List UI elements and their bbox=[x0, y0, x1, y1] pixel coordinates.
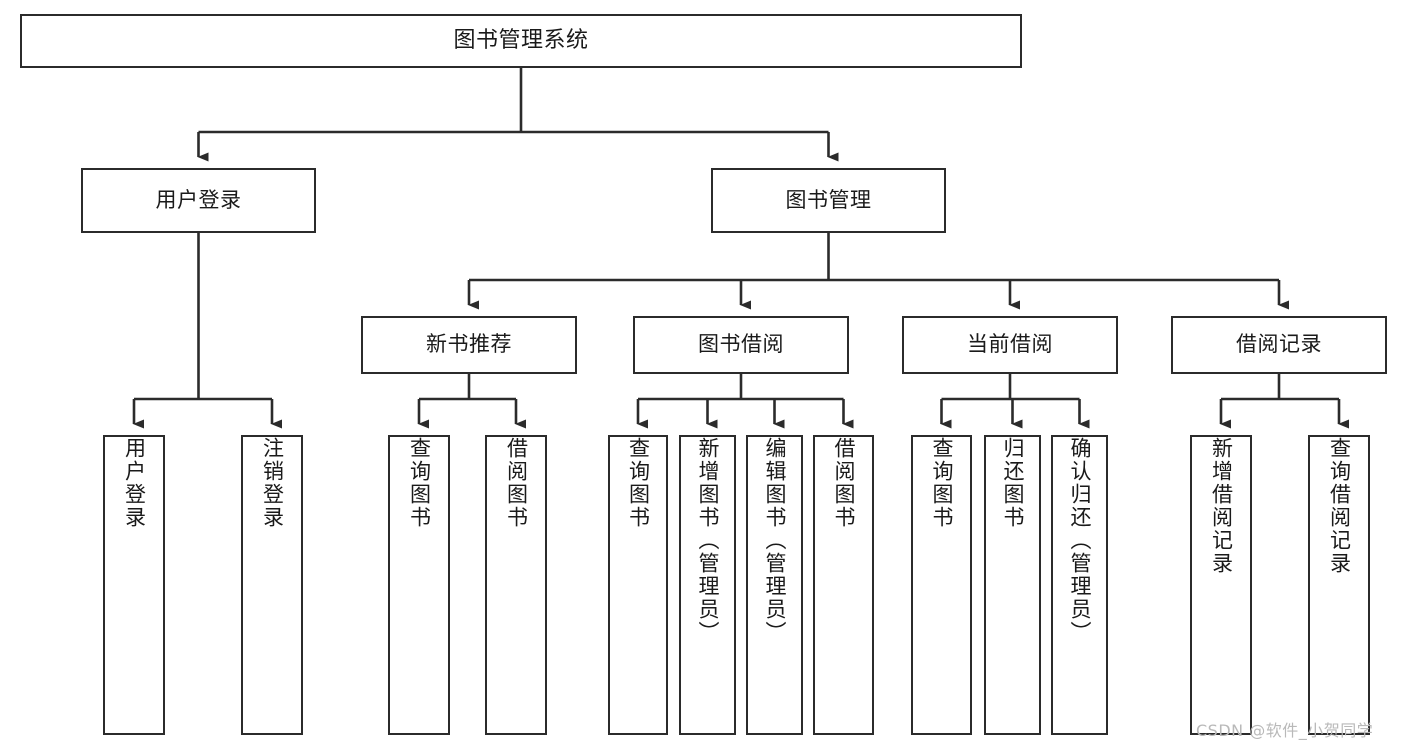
node-book-manage[interactable]: 图书管理 bbox=[711, 168, 946, 233]
node-current-borrow[interactable]: 当前借阅 bbox=[902, 316, 1118, 374]
node-label: 查询图书 bbox=[929, 437, 954, 529]
node-leaf-query-book-2[interactable]: 查询图书 bbox=[608, 435, 668, 735]
node-leaf-confirm-return[interactable]: 确认归还（管理员） bbox=[1051, 435, 1108, 735]
node-label: 用户登录 bbox=[122, 437, 147, 529]
node-user-login[interactable]: 用户登录 bbox=[81, 168, 316, 233]
node-leaf-edit-book[interactable]: 编辑图书（管理员） bbox=[746, 435, 803, 735]
node-label: 注销登录 bbox=[260, 437, 285, 529]
node-leaf-query-book-3[interactable]: 查询图书 bbox=[911, 435, 972, 735]
node-label: 图书管理系统 bbox=[453, 27, 589, 53]
node-root-system[interactable]: 图书管理系统 bbox=[20, 14, 1022, 68]
node-leaf-add-record[interactable]: 新增借阅记录 bbox=[1190, 435, 1252, 735]
node-label: 查询图书 bbox=[407, 437, 432, 529]
node-leaf-return-book[interactable]: 归还图书 bbox=[984, 435, 1041, 735]
node-borrow-record[interactable]: 借阅记录 bbox=[1171, 316, 1387, 374]
node-label: 编辑图书（管理员） bbox=[762, 437, 787, 644]
node-leaf-borrow-book-2[interactable]: 借阅图书 bbox=[813, 435, 874, 735]
node-label: 借阅图书 bbox=[831, 437, 856, 529]
node-label: 查询借阅记录 bbox=[1327, 437, 1352, 575]
node-leaf-borrow-book-1[interactable]: 借阅图书 bbox=[485, 435, 547, 735]
node-label: 新增借阅记录 bbox=[1209, 437, 1234, 575]
node-label: 查询图书 bbox=[626, 437, 651, 529]
node-label: 新书推荐 bbox=[426, 332, 512, 357]
node-leaf-user-login[interactable]: 用户登录 bbox=[103, 435, 165, 735]
node-label: 图书管理 bbox=[785, 187, 872, 212]
csdn-watermark: CSDN @软件_小贺同学 bbox=[1196, 721, 1374, 740]
node-new-book-recommend[interactable]: 新书推荐 bbox=[361, 316, 577, 374]
node-label: 当前借阅 bbox=[967, 332, 1053, 357]
node-leaf-query-book-1[interactable]: 查询图书 bbox=[388, 435, 450, 735]
node-label: 用户登录 bbox=[155, 187, 242, 212]
node-leaf-add-book[interactable]: 新增图书（管理员） bbox=[679, 435, 736, 735]
node-book-borrow[interactable]: 图书借阅 bbox=[633, 316, 849, 374]
node-leaf-query-record[interactable]: 查询借阅记录 bbox=[1308, 435, 1370, 735]
node-label: 图书借阅 bbox=[698, 332, 784, 357]
node-label: 借阅记录 bbox=[1236, 332, 1322, 357]
node-label: 新增图书（管理员） bbox=[695, 437, 720, 644]
node-label: 借阅图书 bbox=[504, 437, 529, 529]
node-label: 确认归还（管理员） bbox=[1067, 437, 1092, 644]
node-label: 归还图书 bbox=[1000, 437, 1025, 529]
node-leaf-logout[interactable]: 注销登录 bbox=[241, 435, 303, 735]
